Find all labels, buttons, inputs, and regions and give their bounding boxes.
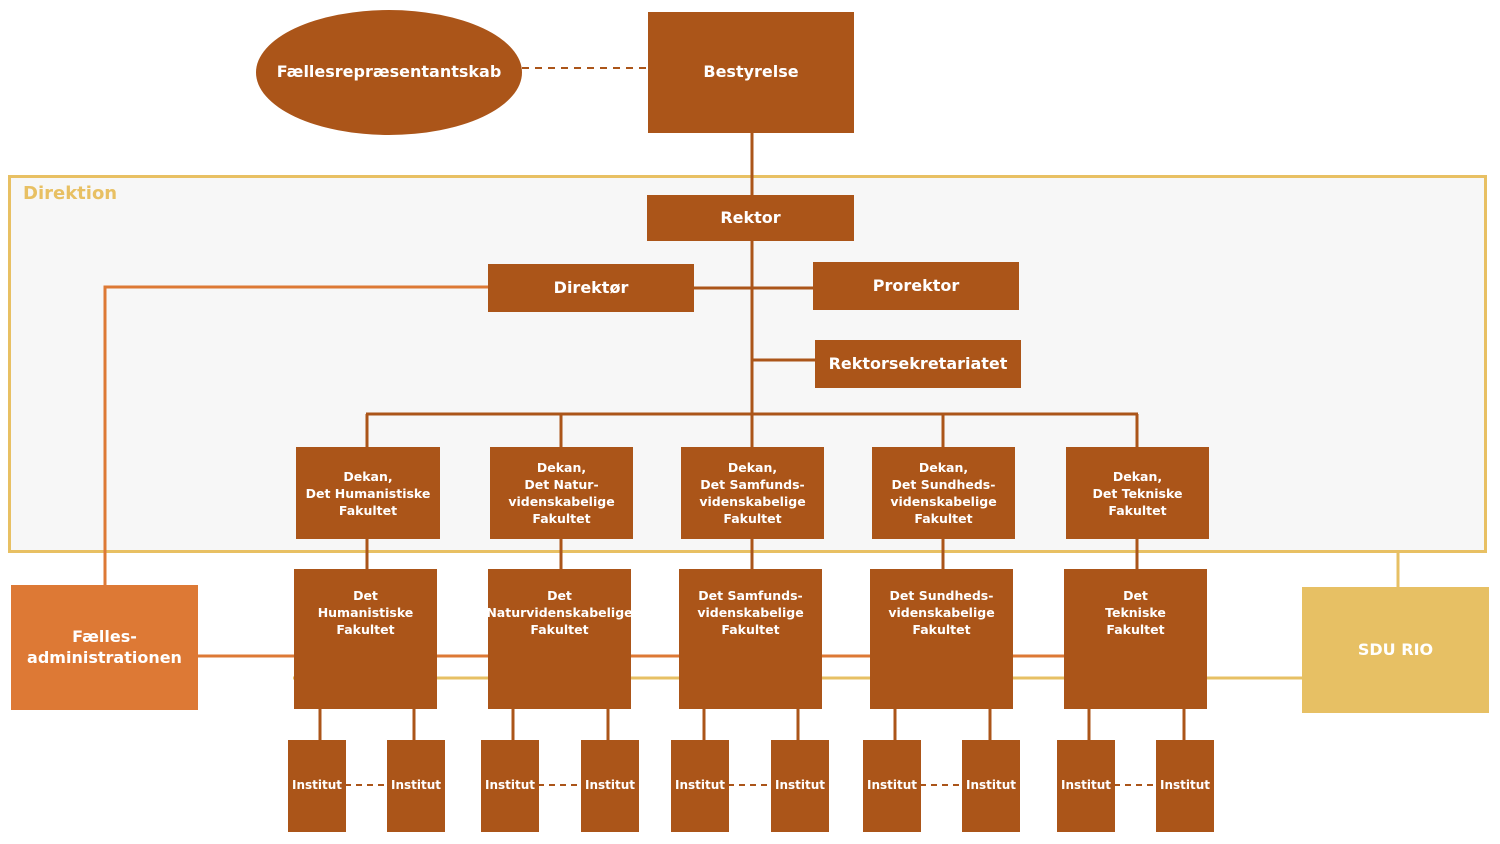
faculty-node: Det Sundheds- videnskabelige Fakultet — [870, 569, 1013, 709]
prorector-node: Prorektor — [813, 262, 1019, 310]
institute-node: Institut — [671, 740, 729, 832]
faculty-node: Det Samfunds- videnskabelige Fakultet — [679, 569, 822, 709]
faculty-node: Det Tekniske Fakultet — [1064, 569, 1207, 709]
secretariat-node: Rektorsekretariatet — [815, 340, 1021, 388]
board-node: Bestyrelse — [648, 12, 854, 133]
institute-node: Institut — [288, 740, 346, 832]
institute-node: Institut — [481, 740, 539, 832]
institute-node: Institut — [387, 740, 445, 832]
rio-node: SDU RIO — [1302, 587, 1489, 713]
dean-node: Dekan, Det Humanistiske Fakultet — [296, 447, 440, 539]
admin-node: Fælles- administrationen — [11, 585, 198, 710]
dean-node: Dekan, Det Natur- videnskabelige Fakulte… — [490, 447, 633, 539]
institute-node: Institut — [1156, 740, 1214, 832]
director-node: Direktør — [488, 264, 694, 312]
dean-node: Dekan, Det Samfunds- videnskabelige Faku… — [681, 447, 824, 539]
direktion-label: Direktion — [23, 183, 118, 204]
dean-node: Dekan, Det Sundheds- videnskabelige Faku… — [872, 447, 1015, 539]
council-node: Fællesrepræsentantskab — [256, 10, 522, 135]
dean-node: Dekan, Det Tekniske Fakultet — [1066, 447, 1209, 539]
director-admin-link — [103, 285, 489, 585]
faculty-node: Det Humanistiske Fakultet — [294, 569, 437, 709]
rector-node: Rektor — [647, 195, 854, 241]
faculty-node: Det Naturvidenskabelige Fakultet — [486, 569, 633, 709]
institute-node: Institut — [1057, 740, 1115, 832]
institute-node: Institut — [863, 740, 921, 832]
institute-node: Institut — [771, 740, 829, 832]
institute-node: Institut — [581, 740, 639, 832]
institute-node: Institut — [962, 740, 1020, 832]
